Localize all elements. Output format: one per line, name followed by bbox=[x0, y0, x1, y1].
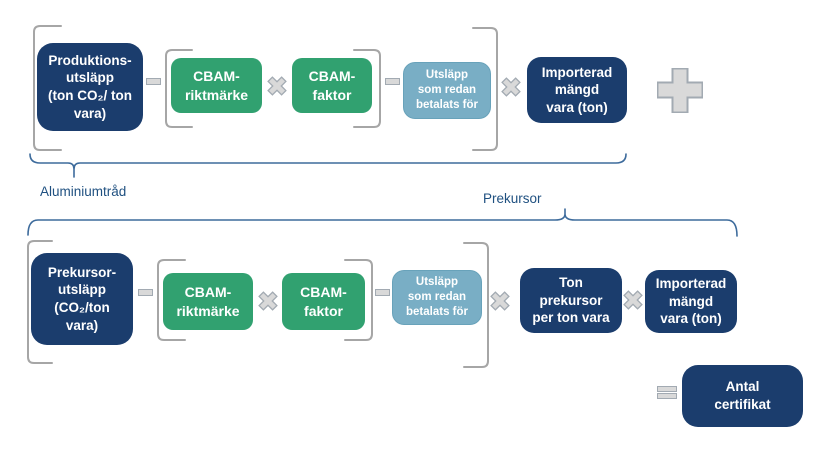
multiply-operator bbox=[490, 291, 510, 311]
row2-inner-right-bracket bbox=[344, 259, 373, 341]
emissions-already-paid-box-row1: Utsläpp som redan betalats för bbox=[403, 62, 491, 119]
cbam-factor-box-row2: CBAM- faktor bbox=[282, 273, 365, 330]
row2-outer-right-bracket bbox=[463, 242, 489, 368]
minus-operator bbox=[146, 78, 161, 85]
row1-outer-right-bracket bbox=[472, 27, 498, 151]
cbam-benchmark-box-row2: CBAM- riktmärke bbox=[163, 273, 253, 330]
precursor-brace bbox=[27, 208, 738, 237]
precursor-emissions-box: Prekursor- utsläpp (CO₂/ton vara) bbox=[31, 253, 133, 345]
minus-operator bbox=[375, 289, 390, 296]
precursor-label: Prekursor bbox=[483, 191, 542, 206]
imported-quantity-box-row1: Importerad mängd vara (ton) bbox=[527, 57, 627, 123]
plus-operator bbox=[657, 68, 703, 113]
emissions-already-paid-box-row2: Utsläpp som redan betalats för bbox=[392, 270, 482, 325]
aluminium-wire-brace bbox=[29, 153, 627, 178]
aluminium-wire-label: Aluminiumtråd bbox=[40, 184, 127, 199]
multiply-operator bbox=[258, 291, 278, 311]
multiply-operator bbox=[501, 77, 521, 97]
imported-quantity-box-row2: Importerad mängd vara (ton) bbox=[645, 270, 737, 333]
multiply-operator bbox=[623, 290, 643, 310]
row1-inner-left-bracket bbox=[165, 49, 193, 128]
row2-outer-left-bracket bbox=[27, 240, 53, 364]
tons-precursor-per-ton-box: Ton prekursor per ton vara bbox=[520, 268, 622, 333]
cbam-factor-box-row1: CBAM- faktor bbox=[292, 58, 372, 113]
equals-operator bbox=[657, 393, 677, 399]
row1-outer-left-bracket bbox=[33, 25, 62, 151]
minus-operator bbox=[385, 78, 400, 85]
minus-operator bbox=[138, 289, 153, 296]
multiply-operator bbox=[267, 76, 287, 96]
row2-inner-left-bracket bbox=[157, 259, 186, 341]
certificates-result-box: Antal certifikat bbox=[682, 365, 803, 427]
production-emissions-box: Produktions- utsläpp (ton CO₂/ ton vara) bbox=[37, 43, 143, 131]
equals-operator bbox=[657, 386, 677, 392]
row1-inner-right-bracket bbox=[353, 49, 381, 128]
cbam-benchmark-box-row1: CBAM- riktmärke bbox=[171, 58, 262, 113]
